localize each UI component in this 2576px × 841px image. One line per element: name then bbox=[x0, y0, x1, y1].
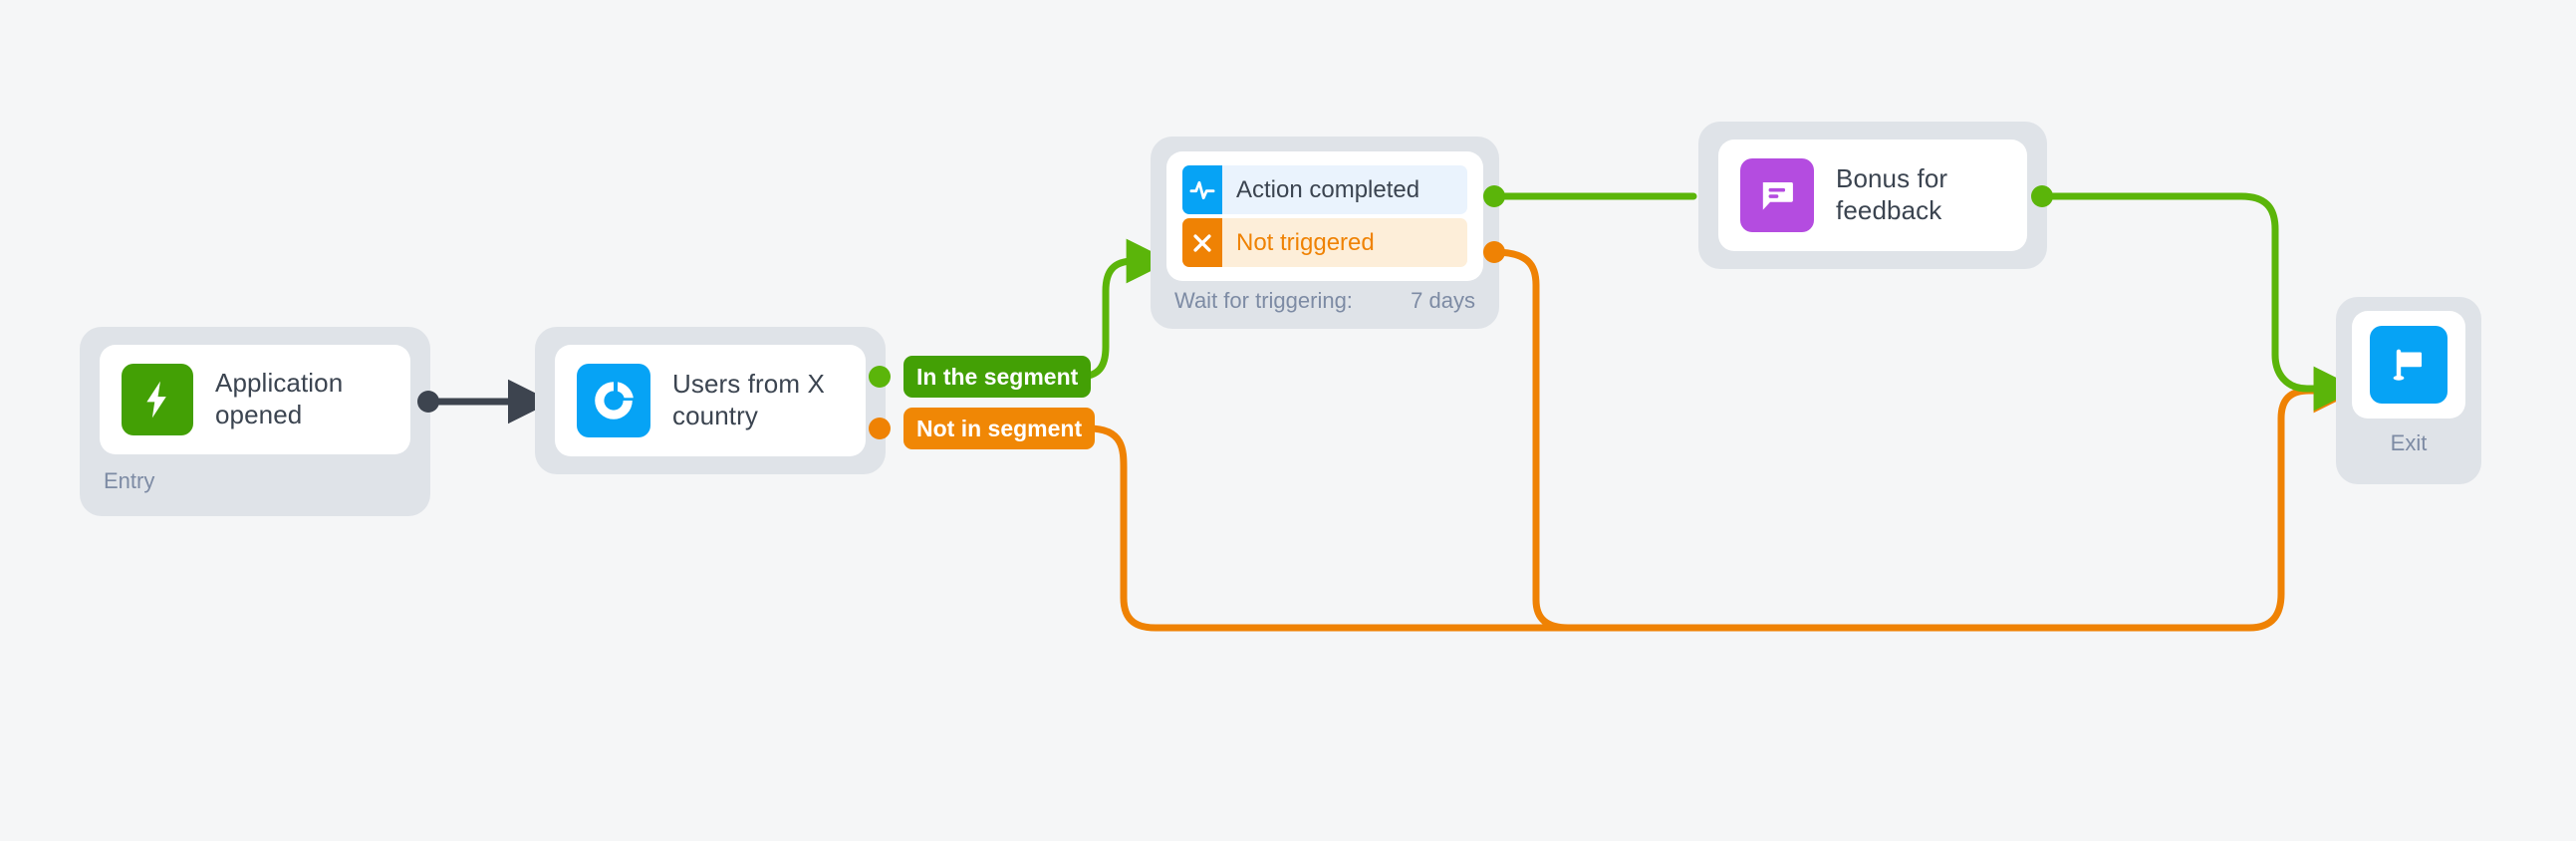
row-not-triggered[interactable]: Not triggered bbox=[1182, 218, 1467, 267]
node-exit[interactable]: Exit bbox=[2336, 297, 2481, 484]
action-footer: Wait for triggering: 7 days bbox=[1151, 288, 1499, 314]
port-segment-output-not-in[interactable] bbox=[869, 418, 891, 439]
port-bonus-output[interactable] bbox=[2031, 185, 2053, 207]
row-action-completed[interactable]: Action completed bbox=[1182, 165, 1467, 214]
pulse-icon bbox=[1182, 165, 1222, 214]
node-card[interactable]: Action completed Not triggered bbox=[1166, 151, 1483, 281]
entry-footer-label: Entry bbox=[104, 468, 155, 493]
port-action-output-completed[interactable] bbox=[1483, 185, 1505, 207]
message-bubble-icon bbox=[1740, 158, 1814, 232]
branch-label-in-the-segment[interactable]: In the segment bbox=[903, 356, 1092, 398]
node-card[interactable] bbox=[2352, 311, 2465, 419]
row-label: Not triggered bbox=[1236, 228, 1375, 256]
wait-for-triggering-value: 7 days bbox=[1411, 288, 1475, 313]
edge-not-triggered-to-exit bbox=[1490, 248, 2253, 632]
wait-for-triggering-label: Wait for triggering: bbox=[1174, 288, 1353, 313]
node-bonus-for-feedback[interactable]: Bonus for feedback bbox=[1698, 122, 2047, 269]
node-action-completed[interactable]: Action completed Not triggered Wait for … bbox=[1151, 137, 1499, 329]
port-segment-output-in[interactable] bbox=[869, 366, 891, 388]
node-title: Application opened bbox=[215, 368, 344, 429]
node-card[interactable]: Application opened bbox=[100, 345, 410, 454]
branch-label-text: In the segment bbox=[916, 363, 1079, 390]
flag-icon bbox=[2370, 326, 2447, 404]
node-title: Users from X country bbox=[672, 369, 825, 430]
edge-bonus-to-exit bbox=[2046, 192, 2359, 412]
close-x-icon bbox=[1182, 218, 1222, 267]
lightning-bolt-icon bbox=[122, 364, 193, 435]
node-users-from-x-country[interactable]: Users from X country bbox=[535, 327, 886, 474]
node-card[interactable]: Users from X country bbox=[555, 345, 866, 456]
exit-footer-label: Exit bbox=[2390, 430, 2428, 455]
segment-donut-icon bbox=[577, 364, 650, 437]
node-title: Bonus for feedback bbox=[1836, 163, 1948, 225]
port-entry-output[interactable] bbox=[417, 391, 439, 413]
node-application-opened[interactable]: Application opened Entry bbox=[80, 327, 430, 516]
branch-label-text: Not in segment bbox=[916, 415, 1083, 441]
node-card[interactable]: Bonus for feedback bbox=[1718, 140, 2027, 251]
port-action-output-not-triggered[interactable] bbox=[1483, 241, 1505, 263]
branch-label-not-in-segment[interactable]: Not in segment bbox=[903, 408, 1096, 449]
row-label: Action completed bbox=[1236, 175, 1420, 203]
edge-not-in-segment-to-exit bbox=[1085, 368, 2359, 632]
